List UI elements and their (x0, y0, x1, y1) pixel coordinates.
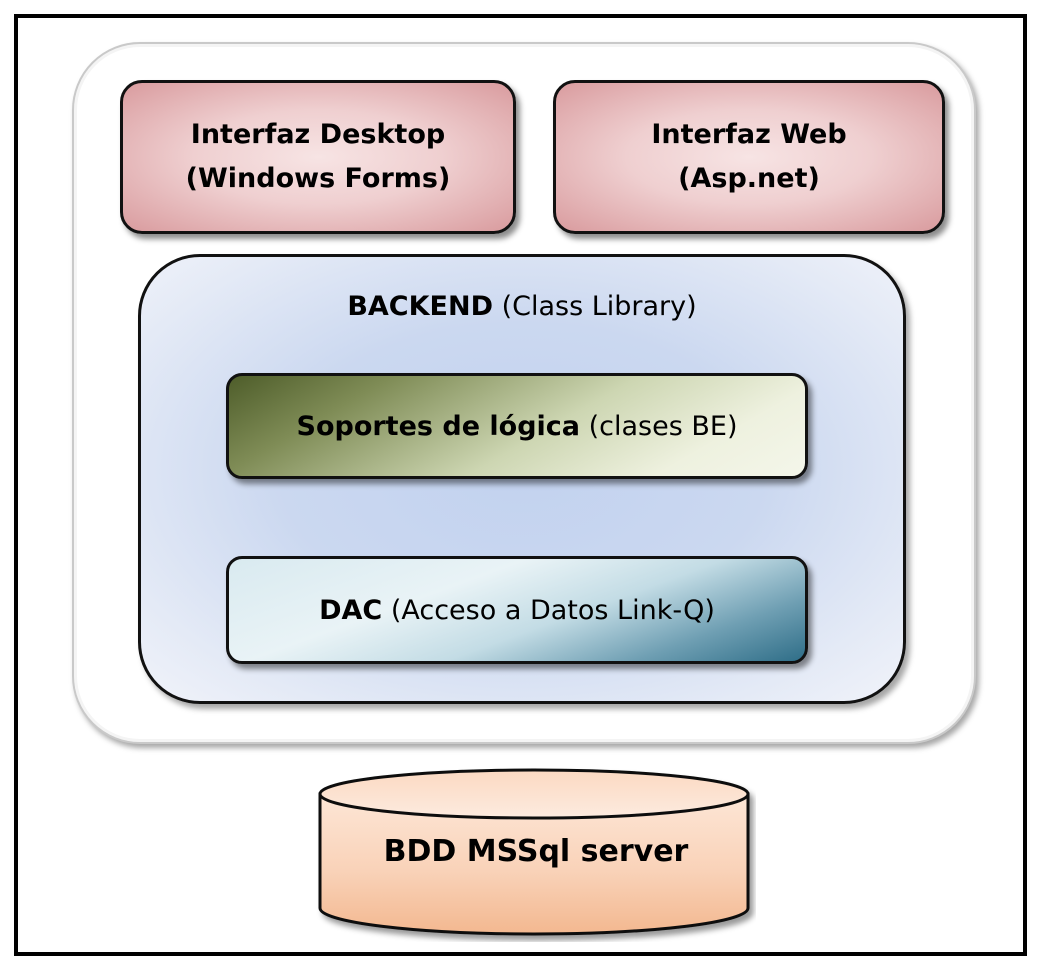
web-interface-title: Interfaz Web (651, 119, 847, 150)
logic-layer-box: Soportes de lógica (clases BE) (226, 373, 808, 479)
database-icon (318, 768, 750, 936)
backend-title-bold: BACKEND (347, 291, 493, 322)
web-interface-box: Interfaz Web (Asp.net) (553, 80, 945, 234)
backend-title: BACKEND (Class Library) (141, 291, 903, 322)
logic-layer-title: Soportes de lógica (296, 410, 581, 442)
backend-title-detail: (Class Library) (492, 291, 697, 322)
desktop-interface-box: Interfaz Desktop (Windows Forms) (120, 80, 516, 234)
desktop-interface-title: Interfaz Desktop (190, 119, 446, 150)
database-label: BDD MSSql server (383, 834, 689, 869)
database-cylinder: BDD MSSql server (316, 766, 756, 942)
logic-layer-detail: (clases BE) (580, 410, 738, 442)
desktop-interface-tech: (Windows Forms) (185, 163, 451, 194)
dac-layer-detail: (Acceso a Datos Link-Q) (382, 594, 715, 626)
web-interface-tech: (Asp.net) (678, 163, 820, 194)
dac-layer-box: DAC (Acceso a Datos Link-Q) (226, 556, 808, 664)
dac-layer-title: DAC (319, 594, 383, 626)
